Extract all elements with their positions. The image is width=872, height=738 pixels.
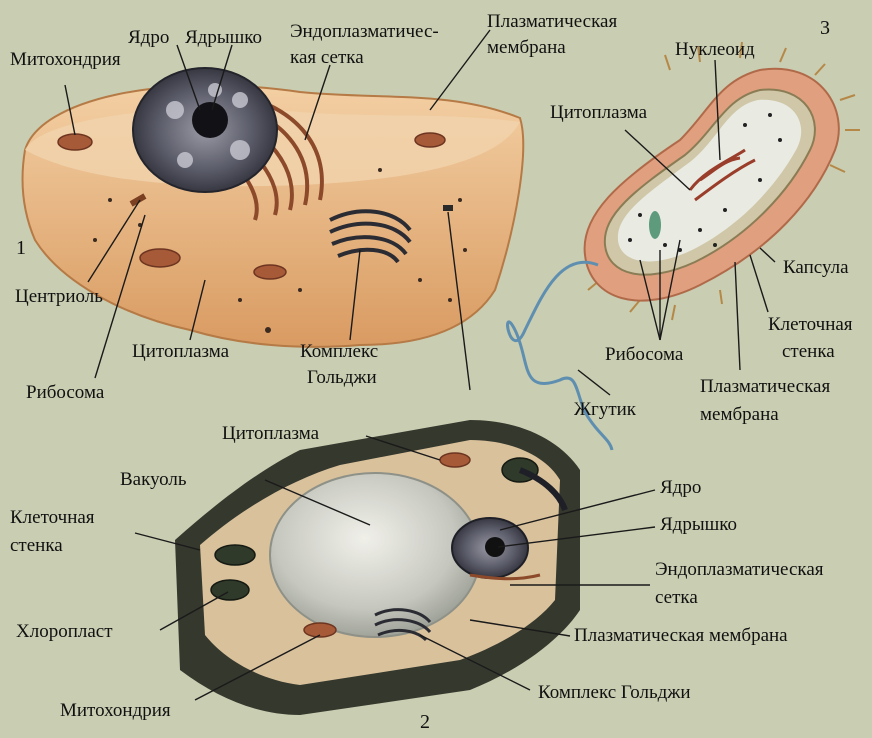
plant-er-label-line2: сетка	[655, 588, 698, 608]
plant-nucleolus-label: Ядрышко	[660, 515, 737, 535]
animal-er-label-line1: Эндоплазматичес-	[290, 22, 439, 42]
bacterium-flagellum	[508, 262, 612, 450]
animal-nucleus-label: Ядро	[128, 28, 169, 48]
bacterium-cell-number: 3	[820, 18, 830, 38]
animal-cell-number: 1	[16, 238, 26, 258]
plant-cytoplasm-label: Цитоплазма	[222, 424, 319, 444]
plant-wall-label-line1: Клеточная	[10, 508, 95, 528]
plant-vacuole	[270, 473, 480, 637]
plant-cell-number: 2	[420, 712, 430, 732]
animal-membrane-label-line2: мембрана	[487, 38, 566, 58]
plant-er-label-line1: Эндоплазматическая	[655, 560, 824, 580]
animal-nucleolus-label: Ядрышко	[185, 28, 262, 48]
bacterium-membrane-label-line2: мембрана	[700, 405, 779, 425]
plant-cell	[175, 420, 580, 715]
plant-vacuole-label: Вакуоль	[120, 470, 187, 490]
bacterium-flagellum-label: Жгутик	[574, 400, 636, 420]
animal-membrane-label-line1: Плазматическая	[487, 12, 617, 32]
animal-cytoplasm-label: Цитоплазма	[132, 342, 229, 362]
bacterium-wall-label-line1: Клеточная	[768, 315, 853, 335]
animal-nucleolus	[192, 102, 228, 138]
bacterium-membrane-label-line1: Плазматическая	[700, 377, 830, 397]
bacterium-wall-label-line2: стенка	[782, 342, 835, 362]
bacterium-cytoplasm-label: Цитоплазма	[550, 103, 647, 123]
plant-wall-label-line2: стенка	[10, 536, 63, 556]
plant-membrane-label: Плазматическая мембрана	[574, 626, 788, 646]
bacterium-ribosome-label: Рибосома	[605, 345, 683, 365]
animal-golgi-label-line1: Комплекс	[300, 342, 378, 362]
plant-golgi-label: Комплекс Гольджи	[538, 683, 691, 703]
bacterium-capsule-label: Капсула	[783, 258, 849, 278]
animal-centriole-label: Центриоль	[15, 287, 103, 307]
plant-nucleus-label: Ядро	[660, 478, 701, 498]
animal-golgi-label-line2: Гольджи	[307, 368, 377, 388]
plant-mitochondrion-label: Митохондрия	[60, 701, 171, 721]
animal-ribosome-label: Рибосома	[26, 383, 104, 403]
plant-chloroplast-label: Хлоропласт	[16, 622, 113, 642]
bacterium-nucleoid-label: Нуклеоид	[675, 40, 755, 60]
animal-er-label-line2: кая сетка	[290, 48, 364, 68]
animal-mitochondrion-label: Митохондрия	[10, 50, 121, 70]
